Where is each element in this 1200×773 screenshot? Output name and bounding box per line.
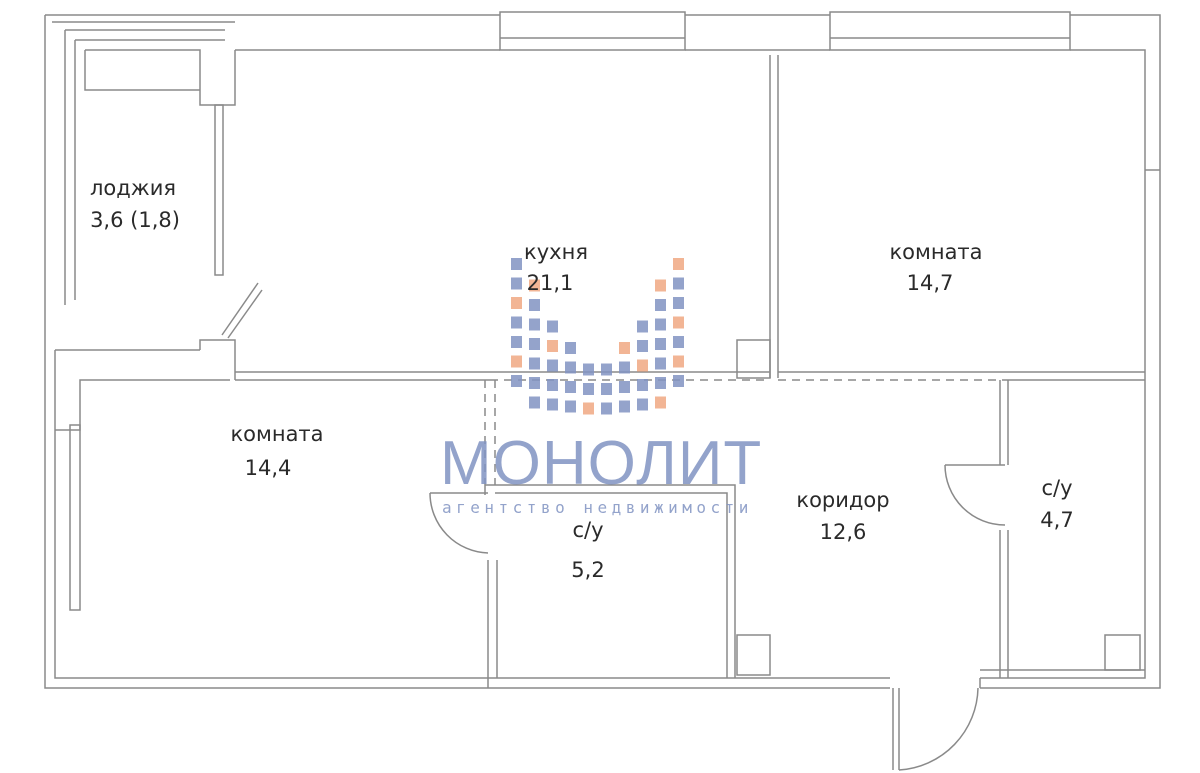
logo-square xyxy=(673,258,684,270)
room-area-corridor: 12,6 xyxy=(819,520,867,544)
inner-outer-wall xyxy=(52,21,1160,679)
watermark-title: МОНОЛИТ xyxy=(440,429,763,498)
logo-square xyxy=(511,258,522,270)
vent-shaft xyxy=(736,339,771,379)
logo-square xyxy=(583,402,594,415)
logo-square xyxy=(655,279,666,292)
logo-square xyxy=(619,342,630,354)
room-name-corridor: коридор xyxy=(796,488,890,512)
door-swing xyxy=(429,492,489,554)
room-area-bathroom-1: 5,2 xyxy=(571,558,605,582)
logo-square xyxy=(529,357,540,370)
loggia-door xyxy=(221,282,259,336)
bathroom-wall xyxy=(484,484,736,688)
room-name-room-2: комната xyxy=(230,422,324,446)
logo-square xyxy=(619,381,630,393)
room-name-kitchen: кухня xyxy=(524,240,588,264)
entry-door xyxy=(892,687,979,771)
window xyxy=(214,104,224,276)
window xyxy=(69,424,81,611)
logo-square xyxy=(529,318,540,331)
logo-square xyxy=(511,355,522,368)
logo-square xyxy=(673,336,684,348)
room-area-bathroom-2: 4,7 xyxy=(1040,508,1074,532)
logo-square xyxy=(583,383,594,395)
watermark-subtitle: агентство недвижимости xyxy=(442,498,753,517)
watermark-logo xyxy=(511,258,684,415)
logo-square xyxy=(673,375,684,387)
room-name-loggia: лоджия xyxy=(90,176,176,200)
logo-square xyxy=(529,338,540,350)
logo-square xyxy=(565,342,576,354)
logo-square xyxy=(637,398,648,411)
logo-square xyxy=(547,320,558,333)
logo-square xyxy=(583,363,594,376)
logo-square xyxy=(619,361,630,374)
window xyxy=(829,11,1071,51)
vent-shaft xyxy=(736,634,771,676)
logo-square xyxy=(529,377,540,389)
logo-square xyxy=(547,398,558,411)
opening-dashed xyxy=(484,380,496,485)
logo-square xyxy=(673,277,684,290)
logo-square xyxy=(565,361,576,374)
logo-square xyxy=(601,402,612,415)
logo-square xyxy=(565,381,576,393)
loggia-wall xyxy=(64,29,236,380)
outer-wall xyxy=(44,14,1161,689)
logo-square xyxy=(601,363,612,376)
logo-square xyxy=(511,375,522,387)
logo-square xyxy=(655,377,666,389)
logo-square xyxy=(529,279,540,292)
room-name-bathroom-2: с/у xyxy=(1041,476,1073,500)
logo-square xyxy=(637,340,648,352)
logo-square xyxy=(511,336,522,348)
logo-square xyxy=(673,297,684,309)
bathroom-wall xyxy=(999,380,1009,678)
room-area-room-1: 14,7 xyxy=(906,271,954,295)
logo-square xyxy=(655,299,666,311)
logo-square xyxy=(565,400,576,413)
logo-square xyxy=(547,340,558,352)
logo-square xyxy=(673,316,684,329)
room-name-room-1: комната xyxy=(889,240,983,264)
logo-square xyxy=(637,320,648,333)
logo-square xyxy=(619,400,630,413)
logo-square xyxy=(655,318,666,331)
interior-wall xyxy=(235,55,1145,381)
room-name-bathroom-1: с/у xyxy=(572,518,604,542)
logo-square xyxy=(511,316,522,329)
room-area-room-2: 14,4 xyxy=(244,456,292,480)
logo-square xyxy=(637,359,648,372)
logo-square xyxy=(601,383,612,395)
window xyxy=(499,11,686,51)
logo-square xyxy=(547,379,558,391)
logo-square xyxy=(529,299,540,311)
logo-square xyxy=(655,396,666,409)
door-swing xyxy=(944,464,1006,526)
logo-square xyxy=(547,359,558,372)
room-area-loggia: 3,6 (1,8) xyxy=(90,208,180,232)
logo-square xyxy=(637,379,648,391)
logo-square xyxy=(511,297,522,309)
logo-square xyxy=(529,396,540,409)
logo-square xyxy=(511,277,522,290)
vent-shaft xyxy=(1104,634,1141,671)
room-area-kitchen: 21,1 xyxy=(526,271,574,295)
logo-square xyxy=(655,357,666,370)
logo-square xyxy=(673,355,684,368)
logo-square xyxy=(655,338,666,350)
